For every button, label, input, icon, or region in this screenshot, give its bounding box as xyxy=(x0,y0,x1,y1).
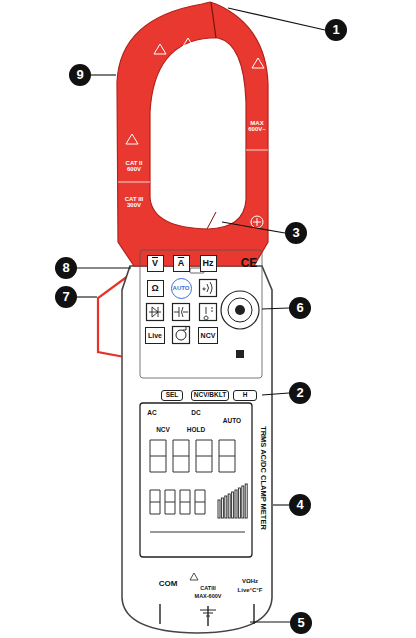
terminal-rating: CATIII xyxy=(200,586,215,592)
ncv-icon: NCV xyxy=(198,327,218,344)
callout-number: 2 xyxy=(289,382,311,404)
category-rating: CAT III 300V xyxy=(122,196,146,209)
meter-body xyxy=(122,266,272,633)
terminal-label: Live°C°F xyxy=(238,587,263,593)
resistance-icon: Ω xyxy=(147,280,164,297)
terminal-label: VΩHz xyxy=(242,578,258,584)
rotary-dial xyxy=(221,291,259,358)
ce-mark: CE xyxy=(241,257,258,270)
lcd-indicator: DC xyxy=(191,410,200,417)
callout-number: 3 xyxy=(285,222,307,244)
node-text: Live xyxy=(148,332,162,339)
live-icon: Live xyxy=(145,327,165,344)
select-button: SEL xyxy=(161,390,183,401)
lcd-indicator: NCV xyxy=(156,427,170,434)
node-text: V xyxy=(152,259,158,268)
node-text: Ω xyxy=(151,284,158,293)
dial-panel xyxy=(140,250,262,378)
current-icon: A xyxy=(173,255,190,272)
lcd-indicator: AUTO xyxy=(223,418,241,425)
terminal-rating: MAX-600V xyxy=(195,594,222,600)
callout-number: 1 xyxy=(325,19,347,41)
terminal-label: COM xyxy=(159,580,178,588)
node-text: H xyxy=(243,392,248,399)
frequency-icon: Hz xyxy=(200,255,217,272)
node-text: SEL xyxy=(166,392,179,399)
function-icons xyxy=(147,280,217,344)
warning-triangles xyxy=(126,38,264,144)
lcd-display xyxy=(140,403,252,557)
category-rating: CAT II 600V xyxy=(122,160,146,173)
callout-number: 5 xyxy=(290,612,312,634)
lcd-indicator: AC xyxy=(147,410,156,417)
jaw-plus-symbol xyxy=(251,216,263,228)
node-text: AUTO xyxy=(173,285,190,291)
callout-number: 8 xyxy=(55,257,77,279)
model-text: TRMS AC/DC CLAMP METER xyxy=(259,426,267,530)
max-voltage-rating: MAX 600V~ xyxy=(247,120,267,133)
ncv-backlight-button: NCV/BKLT xyxy=(191,390,229,401)
node-text: NCV/BKLT xyxy=(194,392,226,399)
lcd-segments xyxy=(150,440,247,532)
node-text: Hz xyxy=(203,259,214,268)
callout-number: 6 xyxy=(289,297,311,319)
hold-button: H xyxy=(233,390,257,401)
lcd-indicator: HOLD xyxy=(187,427,205,434)
leader-lines xyxy=(77,8,325,622)
callout-number: 4 xyxy=(289,494,311,516)
auto-range-icon: AUTO xyxy=(171,278,192,299)
callout-number: 7 xyxy=(55,286,77,308)
node-text: A xyxy=(178,259,185,268)
node-text: NCV xyxy=(201,332,216,339)
voltage-icon: V xyxy=(147,255,164,272)
callout-number: 9 xyxy=(69,64,91,86)
